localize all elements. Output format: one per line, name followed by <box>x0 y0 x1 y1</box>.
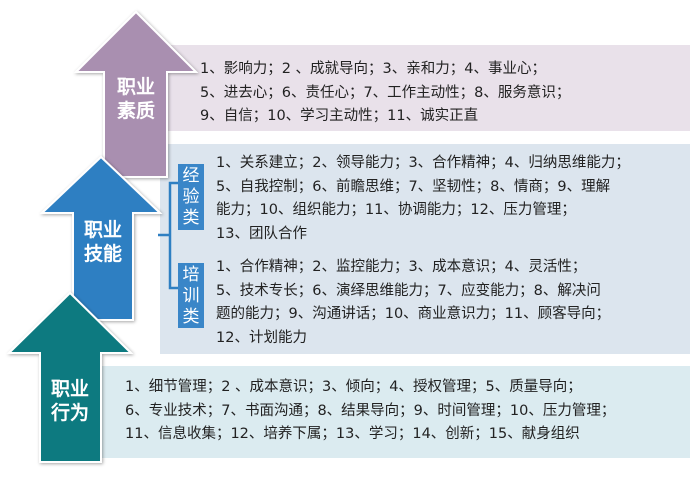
experience-line: 13、团队合作 <box>216 225 307 242</box>
quality-line: 5、进去心；6、责任心；7、工作主动性；8、服务意识； <box>200 84 571 101</box>
behavior-title-line: 职业 <box>50 378 89 400</box>
quality-title-line: 素质 <box>116 100 155 122</box>
training-line: 5、技术专长；6、演绎思维能力；7、应变能力；8、解决问 <box>216 282 601 299</box>
bracket <box>158 181 178 290</box>
behavior-title: 职业 行为 <box>40 377 100 425</box>
behavior-line: 1、细节管理；2 、成本意识；3、倾向；4、授权管理；5、质量导向； <box>125 379 582 395</box>
training-line: 12、计划能力 <box>216 329 307 346</box>
behavior-title-line: 行为 <box>50 402 89 424</box>
quality-title-line: 职业 <box>116 76 155 98</box>
experience-label-char: 类 <box>182 208 200 228</box>
behavior-panel <box>100 366 690 458</box>
experience-label: 经 验 类 <box>178 164 204 230</box>
training-label-char: 培 <box>182 265 200 285</box>
experience-label-char: 验 <box>182 187 200 207</box>
quality-line: 1、影响力；2 、成就导向；3、亲和力；4、事业心； <box>200 61 547 77</box>
training-list: 1、合作精神；2、监控能力；3、成本意识；4、灵活性； 5、技术专长；6、演绎思… <box>216 256 610 350</box>
behavior-line: 6、专业技术；7、书面沟通；8、结果导向；9、时间管理；10、压力管理； <box>125 402 616 419</box>
quality-list: 1、影响力；2 、成就导向；3、亲和力；4、事业心； 5、进去心；6、责任心；7… <box>200 58 570 129</box>
experience-line: 1、关系建立；2、领导能力；3、合作精神；4、归纳思维能力； <box>216 155 630 171</box>
behavior-line: 11、信息收集；12、培养下属；13、学习；14、创新；15、献身组织 <box>125 426 580 442</box>
training-line: 题的能力；9、沟通讲话；10、商业意识力；11、顾客导向； <box>216 306 611 322</box>
experience-label-char: 经 <box>182 166 200 186</box>
quality-line: 9、自信；10、学习主动性；11、诚实正直 <box>200 108 479 124</box>
experience-line: 能力；10、组织能力；11、协调能力；12、压力管理； <box>216 202 576 218</box>
skills-arrow <box>39 155 163 321</box>
skills-title: 职业 技能 <box>73 218 133 266</box>
skills-panel <box>160 144 690 354</box>
quality-panel <box>160 45 690 131</box>
behavior-arrow <box>6 291 134 463</box>
skills-title-line: 职业 <box>83 219 122 241</box>
behavior-list: 1、细节管理；2 、成本意识；3、倾向；4、授权管理；5、质量导向； 6、专业技… <box>125 376 615 447</box>
training-label: 培 训 类 <box>178 263 204 328</box>
experience-line: 5、自我控制；6、前瞻思维；7、坚韧性；8、情商；9、理解 <box>216 178 611 195</box>
training-line: 1、合作精神；2、监控能力；3、成本意识；4、灵活性； <box>216 259 587 275</box>
experience-list: 1、关系建立；2、领导能力；3、合作精神；4、归纳思维能力； 5、自我控制；6、… <box>216 152 630 246</box>
training-label-char: 训 <box>182 286 200 306</box>
quality-arrow <box>73 10 199 178</box>
quality-title: 职业 素质 <box>106 75 166 123</box>
skills-title-line: 技能 <box>83 243 122 265</box>
training-label-char: 类 <box>182 307 200 327</box>
